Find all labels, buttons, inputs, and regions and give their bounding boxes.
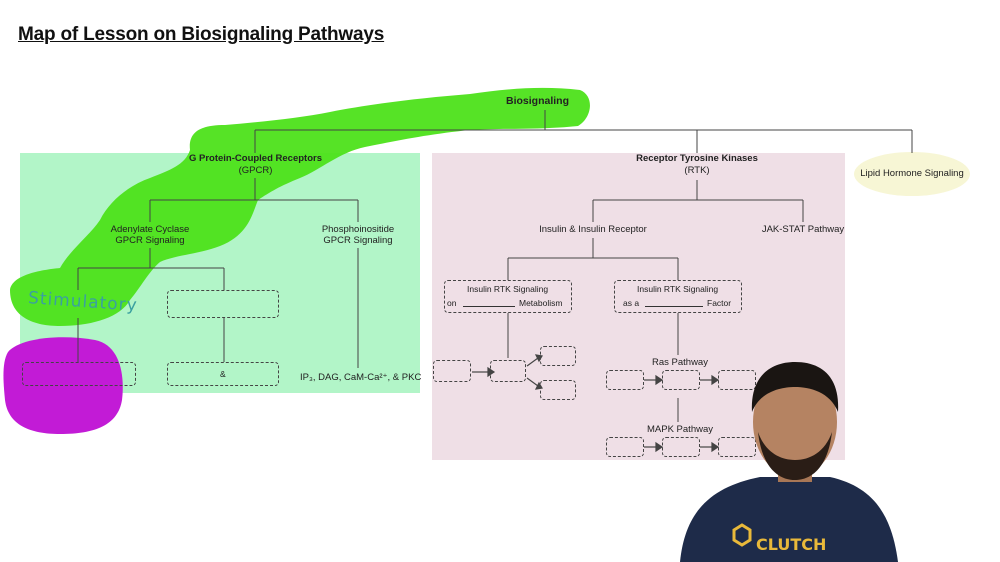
insulin-box2-title: Insulin RTK Signaling — [637, 284, 719, 294]
phospho-line2: GPCR Signaling — [323, 235, 393, 246]
adenylate-line2: GPCR Signaling — [115, 235, 185, 246]
mapk-pathway-label: MAPK Pathway — [647, 424, 713, 435]
blank-box-inhibitory — [167, 290, 279, 318]
insulin-box2-prefix: as a — [623, 298, 640, 308]
mapk-box3 — [718, 437, 756, 457]
blank-box-r3 — [540, 346, 576, 366]
insulin-growth-box: Insulin RTK Signaling as a Factor — [614, 280, 742, 313]
blank-box-r2 — [490, 360, 526, 382]
phospho-line1: Phosphoinositide — [321, 224, 395, 235]
insulin-box1-prefix: on — [447, 298, 457, 308]
insulin-box2-suffix: Factor — [707, 298, 732, 308]
ras-box2 — [662, 370, 700, 390]
rtk-abbr: (RTK) — [684, 165, 710, 176]
green-highlight — [10, 87, 590, 326]
gpcr-title: G Protein-Coupled Receptors — [188, 153, 322, 164]
presenter-image — [680, 362, 898, 562]
mapk-box2 — [662, 437, 700, 457]
arrows — [472, 354, 720, 453]
biosignaling-label: Biosignaling — [506, 95, 569, 107]
blank-box-r4 — [540, 380, 576, 400]
ras-box3 — [718, 370, 756, 390]
blank-box-r1 — [433, 360, 471, 382]
ras-box1 — [606, 370, 644, 390]
insulin-metabolism-box: Insulin RTK Signaling on Metabolism — [444, 280, 572, 313]
connector-lines — [77, 110, 913, 422]
shirt-logo-text: CLUTCH — [756, 535, 827, 554]
insulin-box1-blank — [463, 306, 515, 307]
insulin-box2-blank — [645, 306, 703, 307]
gpcr-abbr: (GPCR) — [238, 165, 273, 176]
phospho-products: IP₃, DAG, CaM-Ca²⁺, & PKC — [300, 372, 422, 383]
page-title: Map of Lesson on Biosignaling Pathways — [18, 24, 385, 45]
blank-box-stimulatory-effect — [22, 362, 136, 386]
mapk-box1 — [606, 437, 644, 457]
ampersand-text: & — [220, 369, 226, 379]
insulin-box1-title: Insulin RTK Signaling — [467, 284, 549, 294]
ras-pathway-label: Ras Pathway — [652, 357, 708, 368]
insulin-box1-suffix: Metabolism — [519, 298, 563, 308]
lipid-hormone-label: Lipid Hormone Signaling — [860, 168, 964, 179]
adenylate-line1: Adenylate Cyclase — [110, 224, 190, 235]
rtk-title: Receptor Tyrosine Kinases — [636, 153, 758, 164]
lipid-bubble — [854, 152, 970, 196]
insulin-receptor-label: Insulin & Insulin Receptor — [539, 224, 647, 235]
blank-box-inhibitory-effect: & — [167, 362, 279, 386]
jak-stat-label: JAK-STAT Pathway — [761, 224, 845, 235]
